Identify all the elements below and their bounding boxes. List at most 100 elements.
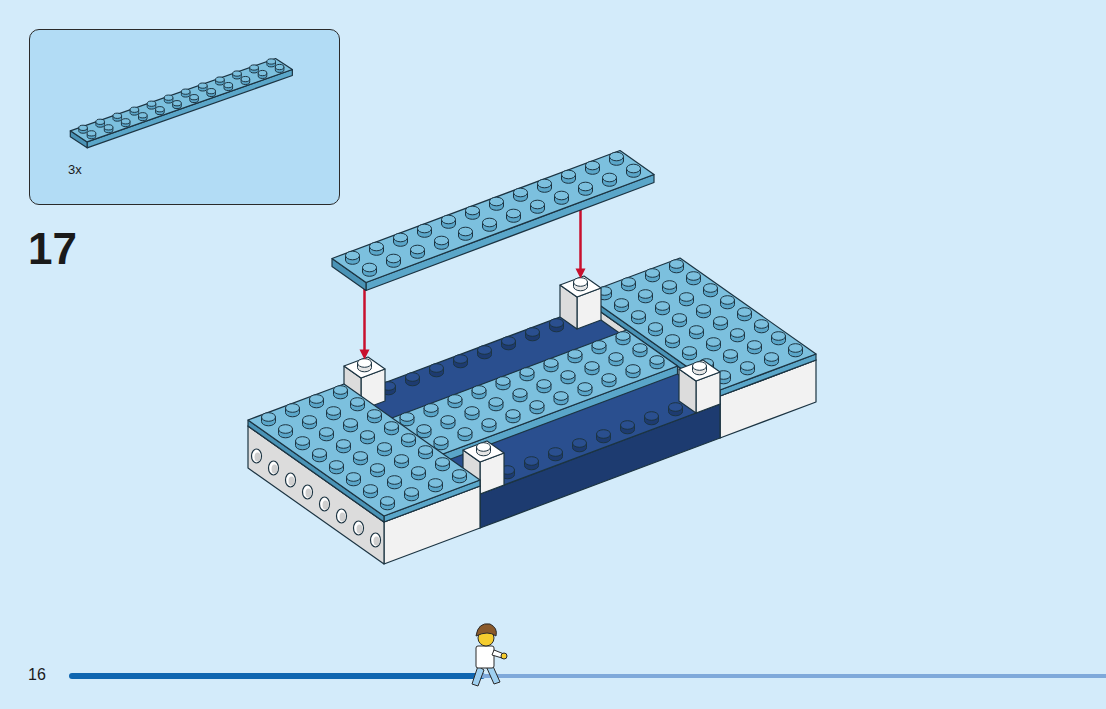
stud-top	[190, 95, 199, 100]
stud-top	[579, 182, 593, 191]
stud-top	[537, 380, 551, 389]
white-post-top	[463, 441, 504, 462]
stud-top	[574, 278, 588, 287]
minifig-hand	[501, 653, 507, 659]
progress-rest	[482, 674, 1106, 678]
stud-top	[610, 152, 624, 161]
stud-top	[615, 299, 629, 308]
technic-hole	[354, 521, 364, 535]
stud-top	[562, 170, 576, 179]
stud-top	[586, 161, 600, 170]
part-plate-top	[70, 58, 292, 141]
stud-top	[525, 457, 539, 466]
technic-hole-inner	[289, 477, 295, 486]
stud-top	[472, 386, 486, 395]
dark-slope-top	[438, 374, 721, 494]
stud-top	[400, 413, 414, 422]
stud-top	[381, 497, 395, 506]
stud-top	[459, 227, 473, 236]
stud-top	[697, 305, 711, 314]
stud-top	[442, 215, 456, 224]
stud-top	[656, 302, 670, 311]
technic-hole-inner	[272, 465, 278, 474]
stud-top	[514, 188, 528, 197]
stud-top	[670, 260, 684, 269]
stud-top	[482, 419, 496, 428]
stud-top	[286, 404, 300, 413]
stud-top	[434, 437, 448, 446]
stud-top	[748, 341, 762, 350]
minifig-torso	[476, 646, 494, 668]
stud-top	[738, 308, 752, 317]
stud-top	[666, 335, 680, 344]
stud-top	[531, 200, 545, 209]
stud-top	[466, 206, 480, 215]
stud-top	[262, 413, 276, 422]
stud-top	[707, 338, 721, 347]
stud-top	[585, 362, 599, 371]
stud-top	[121, 119, 130, 124]
stud-top	[310, 395, 324, 404]
stud-top	[520, 368, 534, 377]
stud-top	[765, 353, 779, 362]
stud-top	[646, 269, 660, 278]
stud-top	[334, 386, 348, 395]
stud-top	[704, 284, 718, 293]
stud-top	[173, 101, 182, 106]
stud-top	[368, 410, 382, 419]
stud-top	[549, 448, 563, 457]
technic-hole	[337, 509, 347, 523]
stud-top	[683, 347, 697, 356]
stud-top	[526, 328, 540, 337]
technic-hole	[252, 449, 262, 463]
stud-top	[639, 290, 653, 299]
part-count: 3x	[68, 162, 82, 177]
stud-top	[633, 344, 647, 353]
stud-top	[680, 293, 694, 302]
stud-top	[378, 443, 392, 452]
stud-top	[418, 224, 432, 233]
stud-top	[156, 107, 165, 112]
stud-top	[772, 332, 786, 341]
stud-top	[198, 83, 207, 88]
stud-top	[113, 113, 122, 118]
stud-top	[789, 344, 803, 353]
stud-top	[429, 479, 443, 488]
step-number: 17	[28, 227, 77, 271]
stud-top	[363, 263, 377, 272]
white-post-top	[679, 360, 720, 381]
stud-top	[394, 233, 408, 242]
stud-top	[347, 473, 361, 482]
stud-top	[687, 272, 701, 281]
stud-top	[412, 467, 426, 476]
stud-top	[216, 77, 225, 82]
stud-top	[621, 421, 635, 430]
stud-top	[320, 428, 334, 437]
stud-top	[430, 364, 444, 373]
technic-hole	[286, 473, 296, 487]
stud-top	[402, 434, 416, 443]
stud-top	[370, 242, 384, 251]
stud-top	[507, 209, 521, 218]
stud-top	[721, 296, 735, 305]
stud-top	[361, 431, 375, 440]
pillar-plate-top	[248, 384, 480, 516]
technic-hole-inner	[357, 525, 363, 534]
stud-top	[561, 371, 575, 380]
stud-top	[371, 464, 385, 473]
stud-top	[513, 389, 527, 398]
stud-top	[453, 470, 467, 479]
stud-top	[207, 89, 216, 94]
stud-top	[275, 64, 284, 69]
stud-top	[578, 383, 592, 392]
stud-top	[358, 359, 372, 368]
stud-top	[645, 412, 659, 421]
stud-top	[731, 329, 745, 338]
stud-top	[250, 65, 259, 70]
minifig-leg	[472, 666, 484, 686]
stud-top	[616, 332, 630, 341]
stud-top	[555, 191, 569, 200]
stud-top	[87, 131, 96, 136]
white-post-top	[560, 276, 601, 297]
stud-top	[96, 119, 105, 124]
